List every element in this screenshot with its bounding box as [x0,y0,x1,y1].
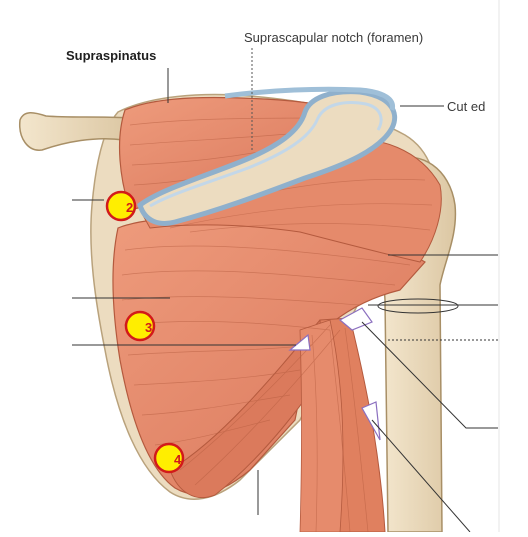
leader-right-4 [361,321,498,429]
numbered-marker-icon [124,310,156,342]
marker-3: 3 [124,310,156,342]
label-suprascapular-notch: Suprascapular notch (foramen) [244,30,424,45]
numbered-marker-icon [105,190,137,222]
marker-2: 2 [105,190,137,222]
leader-right-5 [371,419,471,533]
spine-cartilage-rim [149,101,383,208]
marker-number: 2 [126,200,133,215]
marker-4: 4 [153,442,185,474]
marker-number: 4 [174,452,182,467]
acromion-cut-edge [224,86,395,111]
label-cut-edge: Cut ed [447,99,486,114]
muscle-fibers [121,245,411,533]
leader-lines [72,68,498,533]
numbered-marker-icon [153,442,185,474]
triangular-interval [361,401,381,441]
triangular-space [288,333,311,351]
label-supraspinatus: Supraspinatus [66,48,157,63]
humerus-loop [377,298,459,314]
marker-number: 3 [145,320,152,335]
